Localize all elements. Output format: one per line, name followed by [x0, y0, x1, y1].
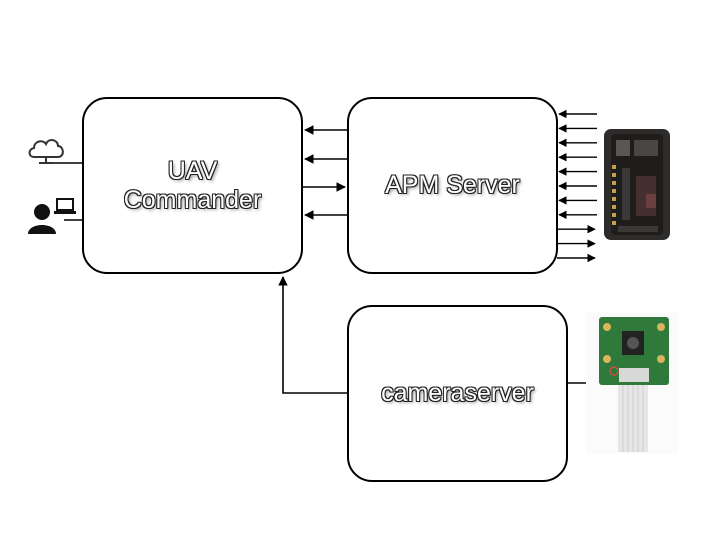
flight-controller-board-icon: [604, 129, 670, 240]
apm-board-arrows: [557, 109, 597, 263]
uav-commander-box: [82, 97, 303, 274]
apm-server-box: [347, 97, 558, 274]
uav-commander-label: UAV Commander: [123, 156, 262, 214]
apm-server-label: APM Server: [385, 171, 520, 200]
camera-module-icon: [586, 312, 678, 454]
laptop-icon: [54, 198, 76, 214]
cloud-icon: [28, 139, 64, 164]
user-icon: [28, 204, 56, 234]
cameraserver-label: cameraserver: [381, 379, 534, 408]
arrow-cameraserver-to-commander: [278, 276, 348, 394]
commander-apm-arrows: [302, 125, 348, 220]
